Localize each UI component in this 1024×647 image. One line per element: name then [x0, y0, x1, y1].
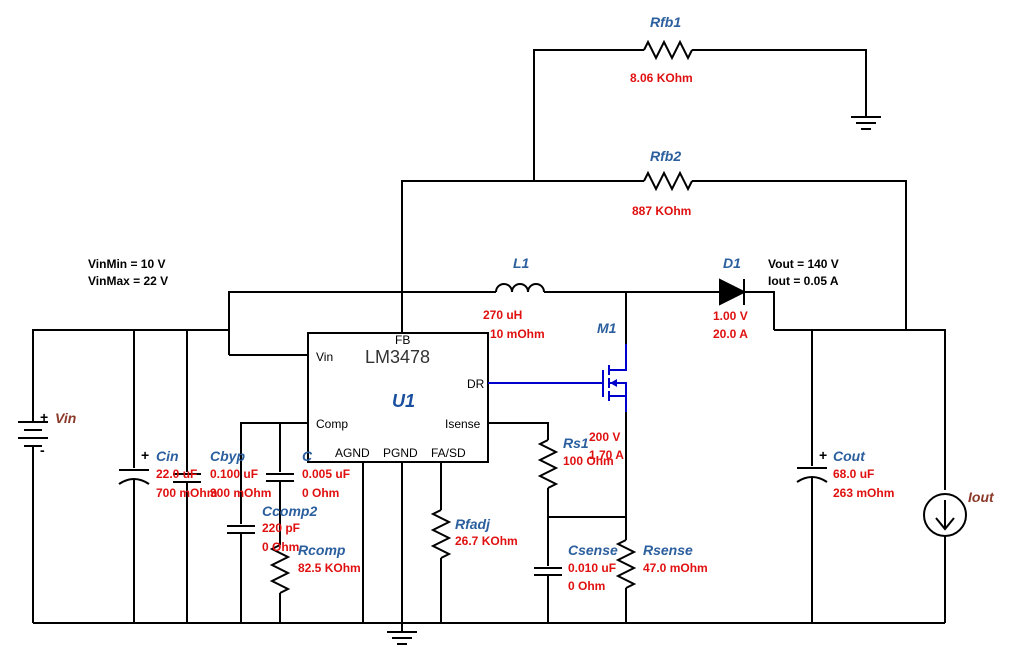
ccomp2-name: Ccomp2 [262, 503, 318, 519]
ccomp-value: 0.005 uF [302, 467, 351, 481]
vin-max-label: VinMax = 22 V [88, 274, 169, 288]
rfb1-branch [533, 39, 867, 181]
pin-agnd: AGND [335, 446, 370, 460]
pin-vin: Vin [316, 350, 334, 364]
cin-esr: 700 mOhm [156, 486, 218, 500]
rfb2-name: Rfb2 [650, 148, 682, 164]
isense-network [488, 422, 637, 623]
cin-value: 22.0 uF [156, 467, 198, 481]
cbyp-symbol [173, 330, 201, 623]
rcomp-name: Rcomp [298, 542, 346, 558]
iout-spec-label: Iout = 0.05 A [768, 274, 839, 288]
rsense-value: 47.0 mOhm [643, 561, 708, 575]
vin-minus: - [40, 442, 45, 458]
d1-current: 20.0 A [713, 327, 748, 341]
vin-battery-symbol [18, 421, 48, 623]
cbyp-value: 0.100 uF [210, 467, 259, 481]
mosfet-m1-symbol [488, 292, 627, 540]
ground-pins [362, 462, 452, 632]
d1-name: D1 [723, 255, 741, 271]
ccomp-name: C [302, 448, 313, 464]
ic-reference: U1 [392, 391, 416, 411]
ic-part-number: LM3478 [365, 347, 431, 367]
csense-value: 0.010 uF [568, 561, 617, 575]
cout-name: Cout [833, 448, 865, 464]
vout-label: Vout = 140 V [768, 257, 839, 271]
pin-comp: Comp [316, 417, 349, 431]
csense-esr: 0 Ohm [568, 579, 606, 593]
vin-source-name: Vin [55, 410, 77, 426]
cin-symbol [118, 330, 150, 623]
m1-current: 1.70 A [589, 448, 624, 462]
iout-source-symbol [923, 493, 967, 623]
ic-body [307, 332, 489, 463]
l1-value: 270 uH [483, 308, 523, 322]
cout-plus: + [819, 447, 828, 463]
rfb2-value: 887 KOhm [632, 204, 692, 218]
output-rail [774, 329, 946, 490]
cout-value: 68.0 uF [833, 467, 875, 481]
rs1-name: Rs1 [563, 435, 589, 451]
ccomp-esr: 0 Ohm [302, 486, 340, 500]
rs1-value: 100 Ohm [563, 454, 614, 468]
cin-name: Cin [156, 448, 179, 464]
pin-dr: DR [467, 377, 485, 391]
m1-name: M1 [597, 320, 617, 336]
cbyp-name: Cbyp [210, 448, 245, 464]
rfb1-name: Rfb1 [650, 14, 682, 30]
cout-esr: 263 mOhm [833, 486, 895, 500]
vin-plus: + [40, 409, 49, 425]
rfb2-branch [401, 170, 907, 333]
pin-fb: FB [395, 333, 411, 347]
cbyp-esr: 300 mOhm [210, 486, 272, 500]
comp-network [227, 422, 308, 623]
l1-esr: 10 mOhm [490, 327, 545, 341]
vin-min-label: VinMin = 10 V [88, 257, 166, 271]
pin-fasd: FA/SD [431, 446, 466, 460]
rfadj-name: Rfadj [455, 516, 490, 532]
rfadj-value: 26.7 KOhm [455, 534, 518, 548]
input-rail [32, 329, 308, 422]
iout-source-name: Iout [968, 489, 994, 505]
diode-d1-symbol [719, 278, 775, 330]
rsense-name: Rsense [643, 542, 693, 558]
inductor-l1-symbol [228, 283, 720, 355]
m1-voltage: 200 V [589, 430, 621, 444]
l1-name: L1 [513, 255, 530, 271]
pin-isense: Isense [445, 417, 481, 431]
ccomp2-value: 220 pF [262, 521, 301, 535]
cout-symbol [796, 330, 828, 623]
cin-plus: + [141, 447, 150, 463]
ground-symbol-main [387, 631, 417, 645]
d1-vf: 1.00 V [713, 309, 748, 323]
ground-symbol-rfb1 [851, 116, 881, 130]
pin-pgnd: PGND [383, 446, 418, 460]
rfb1-value: 8.06 KOhm [630, 71, 693, 85]
rcomp-value: 82.5 KOhm [298, 561, 361, 575]
ccomp2-esr: 0 Ohm [262, 540, 300, 554]
csense-name: Csense [568, 542, 618, 558]
